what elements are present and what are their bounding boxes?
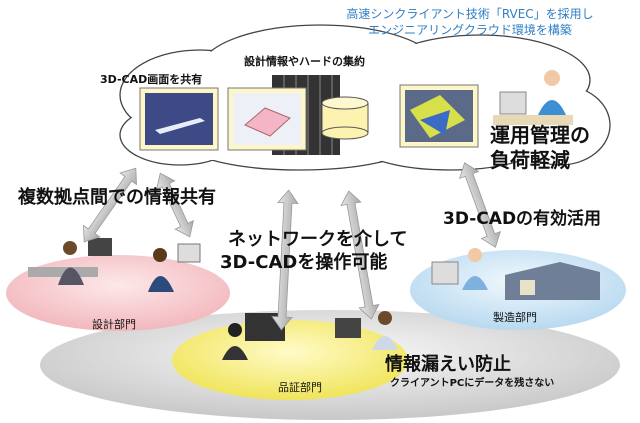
cad-screen-assembly (399, 84, 479, 148)
aggregation-label: 設計情報やハードの集約 (244, 55, 365, 68)
quality-workers-icon (222, 311, 398, 360)
design-dept-label: 設計部門 (92, 318, 136, 331)
caption-line1: 高速シンクライアント技術「RVEC」を採用し (346, 7, 594, 21)
caption-line2: エンジニアリングクラウド環境を構築 (368, 23, 572, 37)
ops-line1: 運用管理の (490, 123, 590, 147)
quality-dept-label: 品証部門 (278, 381, 322, 394)
admin-person-icon (493, 70, 573, 125)
manufacturing-dept-label: 製造部門 (493, 311, 537, 324)
ops-line2: 負荷軽減 (490, 148, 570, 172)
network-line2: 3D-CADを操作可能 (220, 252, 388, 273)
database-icon (321, 96, 369, 140)
network-line1: ネットワークを介して (228, 229, 408, 250)
double-arrows (83, 162, 501, 331)
leak-title: 情報漏えい防止 (385, 354, 511, 375)
cad-screen-airplane (139, 87, 219, 151)
manufacturing-icon (431, 248, 600, 300)
leak-subtitle: クライアントPCにデータを残さない (390, 378, 555, 389)
cad-screen-part (227, 87, 307, 151)
effective-use-label: 3D-CADの有効活用 (443, 209, 602, 229)
quality-dept-area (172, 320, 408, 400)
share-label: 3D-CAD画面を共有 (100, 73, 203, 86)
design-workers-icon (28, 238, 201, 292)
caption: 高速シンクライアント技術「RVEC」を採用し エンジニアリングクラウド環境を構築 (330, 6, 610, 38)
multi-site-label: 複数拠点間での情報共有 (18, 187, 216, 208)
